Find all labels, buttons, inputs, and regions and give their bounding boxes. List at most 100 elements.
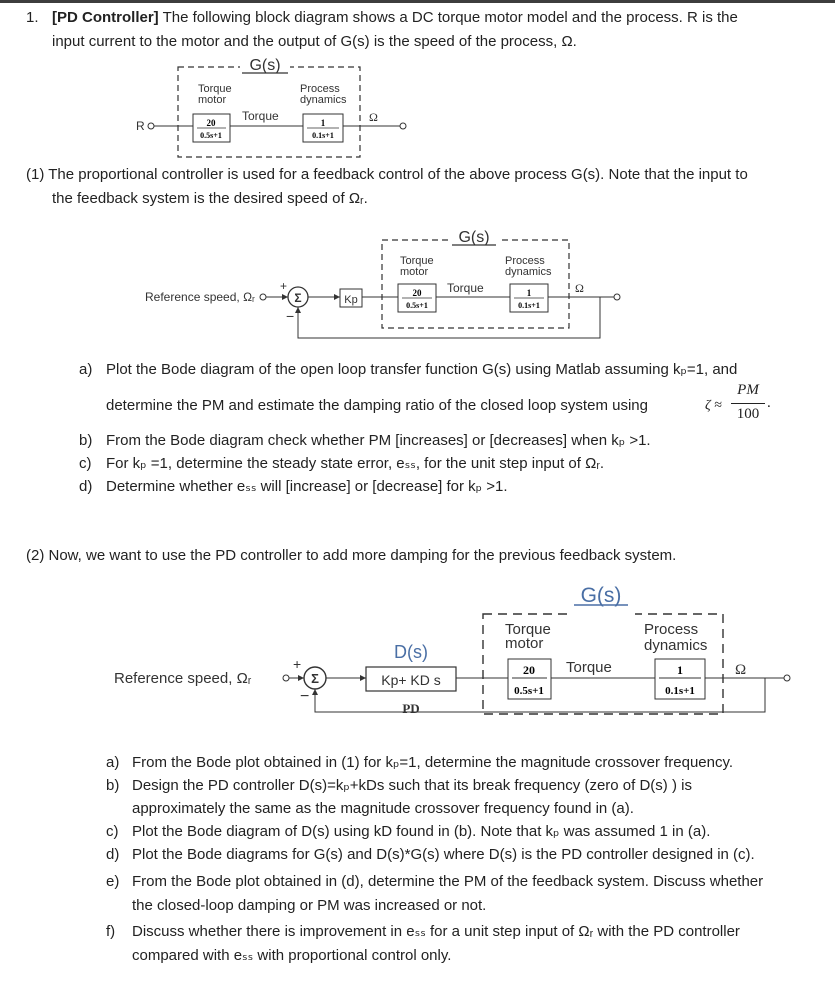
p-torque-label: Torque — [447, 281, 484, 295]
top-border — [0, 0, 835, 3]
problem-intro-line-1: [PD Controller] The following block diag… — [52, 8, 738, 28]
p2-q-e-letter: e) — [106, 873, 120, 890]
part1-intro-line-2: the feedback system is the desired speed… — [52, 190, 368, 207]
pd-torque-label: Torque — [566, 659, 612, 676]
problem-number: 1. — [26, 9, 39, 26]
formula-denominator: 100 — [736, 406, 760, 422]
p2-q-f-line-2: compared with eₛₛ with proportional cont… — [132, 947, 452, 964]
input-r-label: R — [136, 119, 145, 133]
p2-q-f-letter: f) — [106, 923, 116, 940]
formula-numerator: PM — [737, 382, 759, 398]
p2-q-d-letter: d) — [106, 846, 120, 863]
ds-label: D(s) — [394, 642, 428, 662]
formula-period: . — [767, 395, 771, 411]
pd-process-label-bottom: dynamics — [644, 637, 707, 654]
p-sum-plus: + — [280, 279, 287, 293]
p-kp-arrow — [334, 294, 340, 300]
p1-q-a-line-2: determine the PM and estimate the dampin… — [106, 397, 648, 414]
problem-intro-line-2: input current to the motor and the outpu… — [52, 33, 577, 50]
p2-q-b-line-2: approximately the same as the magnitude … — [132, 800, 634, 817]
pd-motor-numerator: 20 — [523, 663, 535, 677]
p1-q-b-letter: b) — [79, 432, 93, 449]
proportional-feedback-diagram: Reference speed, Ωᵣ + Σ Kp G(s) Torque m… — [145, 228, 621, 339]
pd-controller-expression: Kp+ KD s — [381, 672, 441, 688]
input-terminal — [147, 122, 155, 130]
p-gs-label: G(s) — [458, 229, 489, 246]
process-numerator: 1 — [321, 118, 326, 128]
p1-q-d-letter: d) — [79, 478, 93, 495]
p2-q-f-line-1: Discuss whether there is improvement in … — [132, 923, 740, 940]
pd-process-label-top: Process — [644, 621, 698, 638]
pd-gs-label: G(s) — [581, 584, 622, 607]
p-motor-label-top: Torque — [400, 255, 434, 267]
motor-numerator: 20 — [207, 118, 217, 128]
pd-sum-minus: − — [300, 688, 309, 705]
p2-q-b-line-1: Design the PD controller D(s)=kₚ+kDs suc… — [132, 777, 692, 794]
p2-q-a-letter: a) — [106, 754, 120, 771]
p1-q-b-line: From the Bode diagram check whether PM [… — [106, 432, 651, 449]
p1-q-c-line: For kₚ =1, determine the steady state er… — [106, 455, 605, 472]
p2-q-c-line: Plot the Bode diagram of D(s) using kD f… — [132, 823, 711, 840]
p-sum-minus: − — [286, 308, 294, 324]
pd-feedback-arrow — [312, 689, 318, 695]
kp-block — [339, 288, 363, 308]
p-output-omega-label: Ω — [575, 281, 584, 295]
pd-motor-label-bottom: motor — [505, 635, 543, 652]
p-process-numerator: 1 — [527, 288, 532, 298]
output-omega-label: Ω — [369, 110, 378, 124]
part1-intro-line-1: (1) The proportional controller is used … — [26, 166, 748, 183]
formula-fraction-bar — [731, 403, 765, 404]
p-motor-label-bottom: motor — [400, 266, 428, 278]
pd-gs-label-mask — [570, 580, 635, 616]
pd-process-numerator: 1 — [677, 663, 683, 677]
motor-label-bottom: motor — [198, 94, 226, 106]
p2-q-e-line-1: From the Bode plot obtained in (d), dete… — [132, 873, 764, 890]
gs-label: G(s) — [249, 57, 280, 74]
damping-formula: ζ ≈ PM 100 . — [705, 382, 773, 428]
p-reference-terminal — [259, 293, 267, 301]
p-process-label-bottom: dynamics — [505, 266, 552, 278]
pd-process-denominator: 0.1s+1 — [665, 685, 695, 697]
pd-motor-denominator: 0.5s+1 — [514, 685, 544, 697]
pd-sum-plus: + — [293, 656, 301, 672]
process-denominator: 0.1s+1 — [312, 131, 334, 140]
p-feedback-path — [297, 297, 601, 339]
p-motor-numerator: 20 — [413, 288, 423, 298]
p2-q-d-line: Plot the Bode diagrams for G(s) and D(s)… — [132, 846, 755, 863]
pd-caption: PD — [402, 701, 419, 716]
output-terminal — [399, 122, 407, 130]
process-label-bottom: dynamics — [300, 94, 347, 106]
p1-q-c-letter: c) — [79, 455, 92, 472]
problem-intro-text-1: The following block diagram shows a DC t… — [162, 9, 738, 26]
pd-reference-terminal — [282, 674, 290, 682]
p1-q-a-line-1: Plot the Bode diagram of the open loop t… — [106, 361, 738, 378]
pd-controller-arrow — [360, 675, 366, 681]
pd-controller-block — [365, 666, 457, 692]
p-reference-label: Reference speed, Ωᵣ — [145, 290, 255, 304]
p-sum-arrow — [282, 294, 288, 300]
p2-q-c-letter: c) — [106, 823, 119, 840]
p2-q-a-line: From the Bode plot obtained in (1) for k… — [132, 754, 734, 771]
p-process-denominator: 0.1s+1 — [518, 301, 540, 310]
pd-feedback-diagram: Reference speed, Ωᵣ + Σ D(s) Kp+ KD s PD… — [114, 580, 791, 716]
p-output-terminal — [613, 293, 621, 301]
pd-output-omega-label: Ω — [735, 662, 746, 678]
kp-label: Kp — [344, 294, 357, 306]
pd-process-block — [654, 658, 706, 700]
open-loop-block-diagram: G(s) Torque motor Process dynamics 20 0.… — [136, 56, 407, 158]
p-motor-denominator: 0.5s+1 — [406, 301, 428, 310]
p-feedback-arrow — [295, 307, 301, 313]
motor-label-top: Torque — [198, 83, 232, 95]
p2-q-b-letter: b) — [106, 777, 120, 794]
pd-reference-label: Reference speed, Ωᵣ — [114, 670, 252, 687]
part2-intro: (2) Now, we want to use the PD controlle… — [26, 547, 677, 564]
gs-label-mask — [240, 56, 290, 74]
problem-tag: [PD Controller] — [52, 9, 159, 26]
motor-denominator: 0.5s+1 — [200, 131, 222, 140]
pd-output-terminal — [783, 674, 791, 682]
process-label-top: Process — [300, 83, 340, 95]
pd-motor-block — [507, 658, 552, 700]
pd-motor-label-top: Torque — [505, 621, 551, 638]
pd-sum-arrow — [298, 675, 304, 681]
p1-q-d-line: Determine whether eₛₛ will [increase] or… — [106, 478, 508, 495]
